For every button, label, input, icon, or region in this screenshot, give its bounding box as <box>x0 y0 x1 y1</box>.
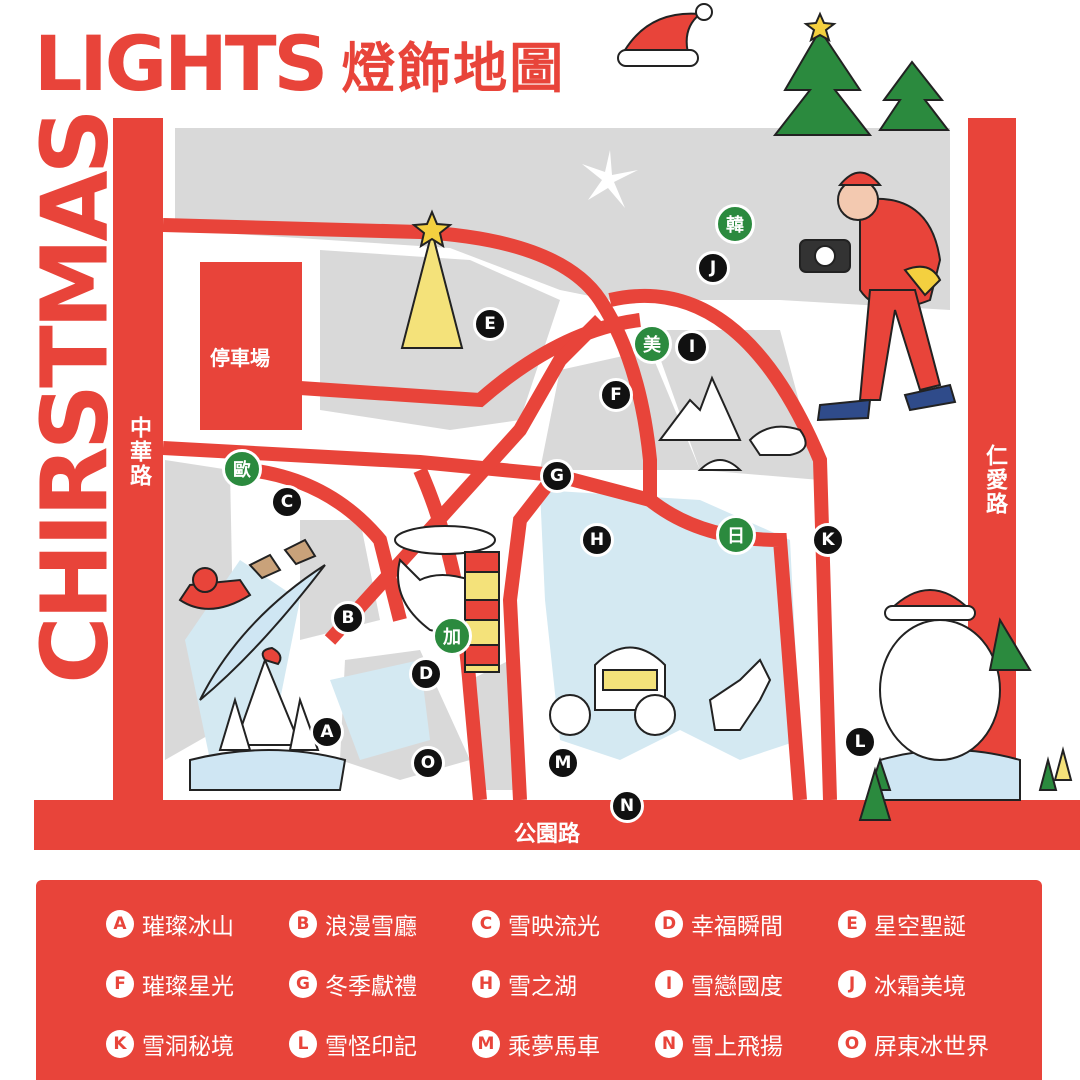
legend-name: 雪映流光 <box>508 914 600 940</box>
legend-name: 星空聖誕 <box>874 914 966 940</box>
title-lights: LIGHTS <box>34 18 328 108</box>
sparkle-icon <box>582 150 638 208</box>
legend-item-e: E 星空聖誕 <box>838 906 1021 942</box>
road-label-right: 仁愛路 <box>982 444 1007 516</box>
legend-item-f: F 璀璨星光 <box>106 966 289 1002</box>
map-marker-o[interactable]: O <box>411 746 445 780</box>
country-badge-usa: 美 <box>632 324 672 364</box>
map-marker-k[interactable]: K <box>811 523 845 557</box>
light-tree-icon <box>400 209 464 349</box>
map-marker-n[interactable]: N <box>610 789 644 823</box>
yeti-icon <box>858 589 1073 821</box>
legend-item-j: J 冰霜美境 <box>838 966 1021 1002</box>
legend-letter: G <box>289 970 317 998</box>
map-marker-j[interactable]: J <box>696 251 730 285</box>
legend-name: 屏東冰世界 <box>874 1034 989 1060</box>
map-marker-b[interactable]: B <box>331 601 365 635</box>
legend-item-g: G 冬季獻禮 <box>289 966 472 1002</box>
park-map <box>34 3 1080 850</box>
santa-hat-icon <box>617 3 713 67</box>
legend-name: 雪上飛揚 <box>691 1034 783 1060</box>
sleigh-icon <box>178 538 317 610</box>
parking-lot <box>200 262 302 430</box>
road-label-bottom: 公園路 <box>514 822 581 847</box>
title-map-chinese: 燈飾地圖 <box>341 36 566 100</box>
legend-letter: K <box>106 1030 134 1058</box>
map-marker-h[interactable]: H <box>580 523 614 557</box>
legend-name: 雪洞秘境 <box>142 1034 234 1060</box>
legend-grid: A 璀璨冰山 B 浪漫雪廳 C 雪映流光 D 幸福瞬間 E 星空聖誕 F 璀璨星光 G 冬季獻… <box>106 906 1022 1062</box>
map-marker-g[interactable]: G <box>540 459 574 493</box>
legend-name: 幸福瞬間 <box>691 914 783 940</box>
legend-letter: A <box>106 910 134 938</box>
legend-item-l: L 雪怪印記 <box>289 1026 472 1062</box>
legend-letter: C <box>472 910 500 938</box>
legend-name: 浪漫雪廳 <box>325 914 417 940</box>
legend-name: 雪怪印記 <box>325 1034 417 1060</box>
legend-letter: N <box>655 1030 683 1058</box>
legend-item-h: H 雪之湖 <box>472 966 655 1002</box>
legend-letter: E <box>838 910 866 938</box>
legend-letter: D <box>655 910 683 938</box>
map-marker-m[interactable]: M <box>546 746 580 780</box>
legend-item-b: B 浪漫雪廳 <box>289 906 472 942</box>
country-badge-japan: 日 <box>716 515 756 555</box>
legend-letter: O <box>838 1030 866 1058</box>
legend-name: 乘夢馬車 <box>508 1034 600 1060</box>
map-marker-l[interactable]: L <box>843 725 877 759</box>
legend-item-n: N 雪上飛揚 <box>655 1026 838 1062</box>
map-marker-f[interactable]: F <box>599 378 633 412</box>
legend-item-k: K 雪洞秘境 <box>106 1026 289 1062</box>
legend-letter: H <box>472 970 500 998</box>
legend-item-d: D 幸福瞬間 <box>655 906 838 942</box>
map-marker-a[interactable]: A <box>310 715 344 749</box>
pine-trees-icon <box>772 11 951 136</box>
parking-label: 停車場 <box>210 346 270 370</box>
legend-name: 冰霜美境 <box>874 974 966 1000</box>
legend-name: 璀璨星光 <box>142 974 234 1000</box>
country-badge-korea: 韓 <box>715 204 755 244</box>
legend-item-c: C 雪映流光 <box>472 906 655 942</box>
map-marker-e[interactable]: E <box>473 307 507 341</box>
legend-letter: L <box>289 1030 317 1058</box>
legend-name: 雪戀國度 <box>691 974 783 1000</box>
legend-panel: A 璀璨冰山 B 浪漫雪廳 C 雪映流光 D 幸福瞬間 E 星空聖誕 F 璀璨星光 G 冬季獻… <box>36 880 1042 1080</box>
map-marker-d[interactable]: D <box>409 657 443 691</box>
legend-name: 冬季獻禮 <box>325 974 417 1000</box>
legend-item-a: A 璀璨冰山 <box>106 906 289 942</box>
legend-item-o: O 屏東冰世界 <box>838 1026 1021 1062</box>
legend-letter: M <box>472 1030 500 1058</box>
legend-item-m: M 乘夢馬車 <box>472 1026 655 1062</box>
map-marker-i[interactable]: I <box>675 330 709 364</box>
legend-item-i: I 雪戀國度 <box>655 966 838 1002</box>
santa-photographer-icon <box>799 171 957 422</box>
legend-letter: J <box>838 970 866 998</box>
carriage-icon <box>549 646 772 736</box>
country-badge-europe: 歐 <box>222 449 262 489</box>
legend-letter: F <box>106 970 134 998</box>
legend-name: 雪之湖 <box>508 974 577 1000</box>
legend-letter: B <box>289 910 317 938</box>
ice-sculpture-icon <box>189 564 347 791</box>
road-label-left: 中華路 <box>126 416 151 488</box>
map-marker-c[interactable]: C <box>270 485 304 519</box>
ice-mountains-icon <box>658 375 807 471</box>
spiral-tower-icon <box>394 525 500 673</box>
page-title: LIGHTS 燈飾地圖 <box>34 18 565 108</box>
legend-name: 璀璨冰山 <box>142 914 234 940</box>
country-badge-canada: 加 <box>432 616 472 656</box>
legend-letter: I <box>655 970 683 998</box>
